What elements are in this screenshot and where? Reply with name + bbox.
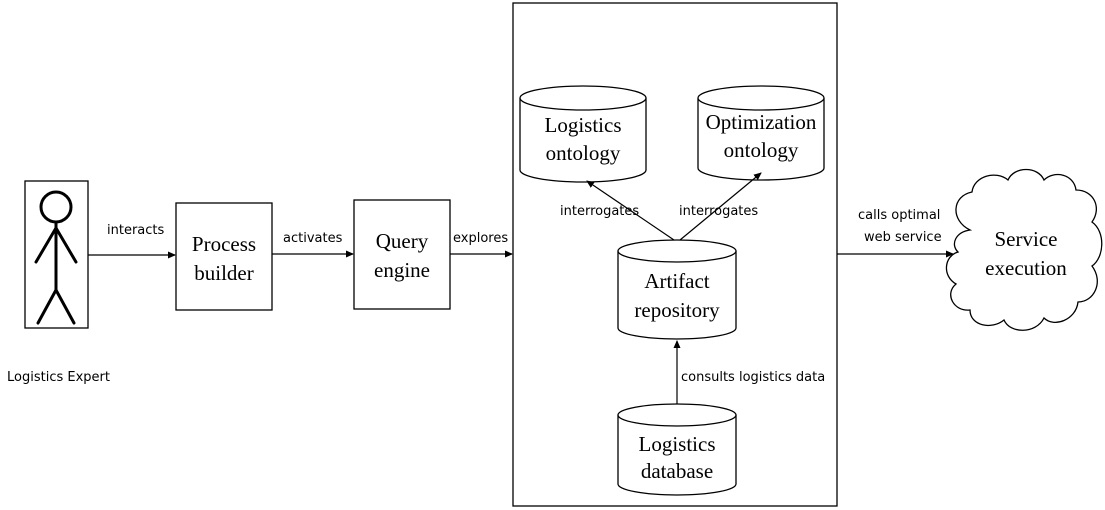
optimization-ontology-label-2: ontology: [724, 138, 799, 162]
logistics-ontology-label-2: ontology: [546, 141, 621, 165]
service-execution-label-2: execution: [985, 256, 1067, 280]
edge-label-calls-2: web service: [864, 230, 942, 245]
artifact-repository-label-1: Artifact: [644, 269, 709, 293]
service-execution-label-1: Service: [995, 227, 1058, 251]
logistics-database-cylinder: Logistics database: [617, 403, 737, 496]
edge-label-calls-1: calls optimal: [858, 208, 940, 223]
logistics-database-label-1: Logistics: [639, 432, 716, 456]
logistics-ontology-label-1: Logistics: [545, 113, 622, 137]
edge-label-explores: explores: [453, 231, 508, 246]
artifact-repository-cylinder: Artifact repository: [617, 239, 737, 340]
stick-figure-icon: [34, 190, 78, 325]
artifact-repository-label-2: repository: [634, 298, 720, 322]
process-builder-label-2: builder: [194, 261, 253, 285]
optimization-ontology-label-1: Optimization: [706, 110, 817, 134]
edge-label-interacts: interacts: [107, 223, 165, 238]
edge-interrogates-left: [586, 180, 675, 241]
service-execution-cloud: Service execution: [945, 168, 1103, 331]
edge-label-consults: consults logistics data: [681, 370, 825, 385]
logistics-expert-actor: [24, 180, 89, 329]
edge-label-interrogates-left: interrogates: [560, 204, 639, 219]
query-engine-box: Query engine: [353, 199, 451, 310]
edge-interrogates-right: [679, 172, 762, 241]
process-builder-box: Process builder: [175, 202, 273, 311]
optimization-ontology-cylinder: Optimization ontology: [697, 85, 825, 181]
query-engine-label-2: engine: [374, 258, 430, 282]
logistics-database-label-2: database: [641, 459, 713, 483]
query-engine-label-1: Query: [376, 229, 429, 253]
process-builder-label-1: Process: [192, 232, 256, 256]
actor-label: Logistics Expert: [7, 370, 110, 385]
edge-label-activates: activates: [283, 231, 343, 246]
logistics-ontology-cylinder: Logistics ontology: [519, 85, 647, 183]
edge-label-interrogates-right: interrogates: [679, 204, 758, 219]
